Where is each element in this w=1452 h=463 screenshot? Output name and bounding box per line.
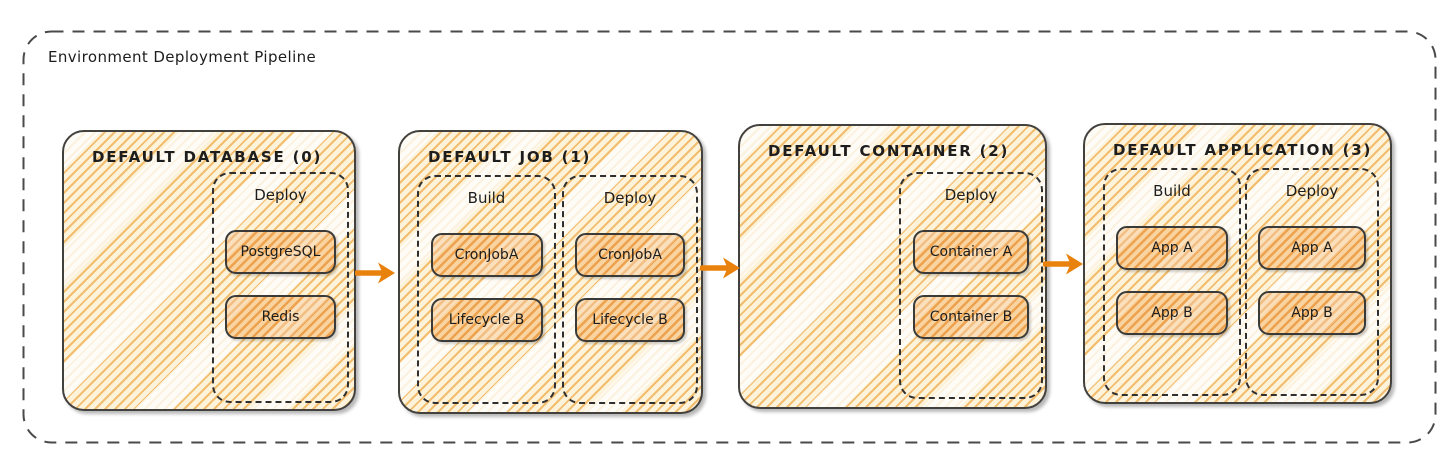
pipeline-title: Environment Deployment Pipeline [48, 48, 317, 66]
item-postgresql: PostgreSQL [225, 230, 336, 274]
stage-default-job: DEFAULT JOB (1) Build CronJobA Lifecycle… [398, 130, 703, 414]
group-label: Deploy [944, 186, 998, 204]
group-build: Build CronJobA Lifecycle B [417, 175, 556, 404]
stage-title: DEFAULT JOB (1) [428, 148, 592, 166]
group-label: Deploy [603, 189, 657, 207]
item-app-a-build: App A [1116, 226, 1228, 270]
stage-default-application: DEFAULT APPLICATION (3) Build App A App … [1083, 123, 1392, 404]
item-app-b-build: App B [1116, 291, 1228, 335]
stage-title: DEFAULT APPLICATION (3) [1113, 141, 1373, 159]
item-container-a: Container A [913, 230, 1029, 274]
item-lifecycle-b-deploy: Lifecycle B [575, 298, 685, 342]
group-label: Deploy [254, 186, 307, 204]
flow-arrow-icon [700, 253, 742, 283]
group-label: Deploy [1285, 182, 1339, 200]
item-container-b: Container B [913, 295, 1029, 339]
item-cronjoba-deploy: CronJobA [575, 233, 685, 277]
group-label: Build [467, 189, 506, 207]
stage-default-container: DEFAULT CONTAINER (2) Deploy Container A… [738, 124, 1047, 409]
group-deploy: Deploy Container A Container B [899, 172, 1043, 399]
item-cronjoba-build: CronJobA [430, 233, 543, 277]
item-redis: Redis [225, 295, 336, 339]
stage-title: DEFAULT DATABASE (0) [92, 148, 323, 166]
item-app-a-deploy: App A [1258, 226, 1366, 270]
stage-default-database: DEFAULT DATABASE (0) Deploy PostgreSQL R… [62, 130, 356, 411]
group-build: Build App A App B [1103, 168, 1241, 396]
flow-arrow-icon [355, 258, 397, 288]
item-lifecycle-b-build: Lifecycle B [430, 298, 543, 342]
stage-title: DEFAULT CONTAINER (2) [768, 142, 1010, 160]
group-deploy: Deploy CronJobA Lifecycle B [562, 175, 698, 404]
item-app-b-deploy: App B [1258, 291, 1366, 335]
group-deploy: Deploy App A App B [1245, 168, 1379, 396]
group-label: Build [1153, 182, 1191, 200]
group-deploy: Deploy PostgreSQL Redis [212, 172, 349, 403]
flow-arrow-icon [1043, 249, 1085, 279]
